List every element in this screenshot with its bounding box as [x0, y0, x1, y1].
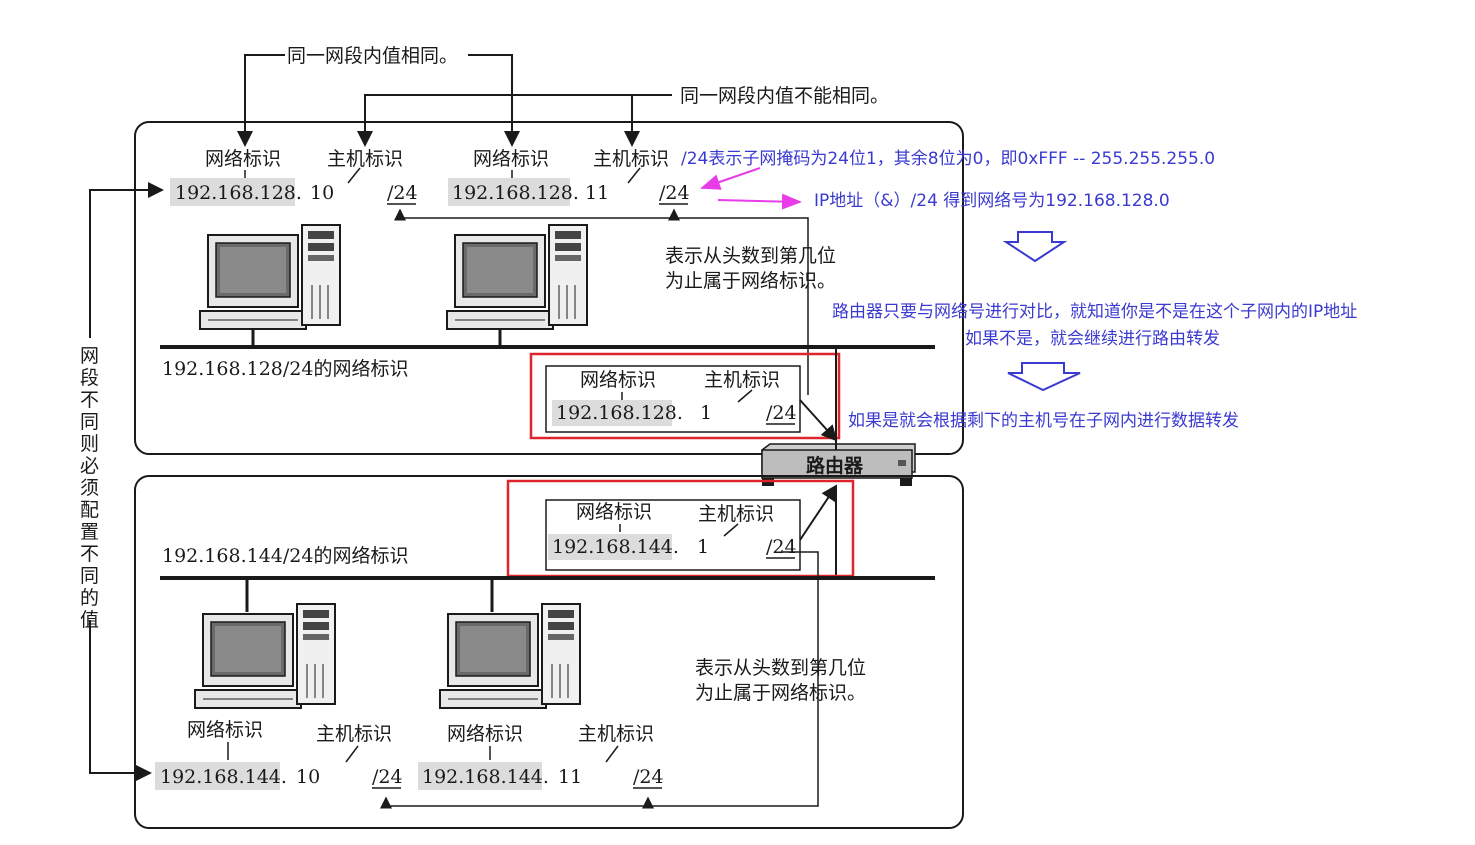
diff-value-label: 同一网段内值不能相同。 — [680, 85, 889, 107]
s1-host-b-host-label: 主机标识 — [593, 148, 669, 170]
s1-host-b-prefix: /24 — [659, 182, 690, 204]
compare-note: 路由器只要与网络号进行对比，就知道你是不是在这个子网内的IP地址 — [832, 302, 1357, 322]
subnet2-panel — [134, 475, 964, 829]
s1-caption: 192.168.128/24的网络标识 — [162, 358, 408, 380]
s2-host-b-prefix: /24 — [633, 766, 664, 788]
mask-note: /24表示子网掩码为24位1，其余8位为0，即0xFFF -- 255.255.… — [681, 149, 1215, 169]
s1-rif-net: 192.168.128. — [556, 402, 683, 424]
left-vertical-label: 网段不同则必须配置不同的值 — [80, 345, 99, 631]
down-arrow-2-icon — [1007, 362, 1081, 392]
s2-host-a-net: 192.168.144. — [160, 766, 287, 788]
s2-host-b-host: 11 — [558, 766, 582, 788]
s2-pc-b-icon — [439, 603, 581, 709]
s2-rif-net-label: 网络标识 — [576, 501, 652, 523]
s2-host-a-prefix: /24 — [372, 766, 403, 788]
s2-rif-host: 1 — [697, 536, 709, 558]
s2-prefix-note-2: 为止属于网络标识。 — [695, 682, 866, 704]
s2-host-b-net: 192.168.144. — [422, 766, 549, 788]
s1-host-b-ip-bg — [448, 178, 570, 206]
and-note: IP地址（&）/24 得到网络号为192.168.128.0 — [814, 191, 1170, 211]
s2-host-a-host: 10 — [296, 766, 320, 788]
router-label: 路由器 — [806, 454, 864, 477]
s1-host-b-net-label: 网络标识 — [473, 148, 549, 170]
s1-host-a-host-label: 主机标识 — [327, 148, 403, 170]
forward-note: 如果不是，就会继续进行路由转发 — [965, 329, 1220, 349]
s2-rif-prefix: /24 — [766, 536, 797, 558]
s2-caption: 192.168.144/24的网络标识 — [162, 545, 408, 567]
down-arrow-1-icon — [1002, 231, 1068, 263]
s2-host-a-host-label: 主机标识 — [316, 723, 392, 745]
s1-rif-prefix: /24 — [766, 402, 797, 424]
s1-rif-host: 1 — [700, 402, 712, 424]
subnet1-panel — [134, 121, 964, 455]
s1-prefix-note-2: 为止属于网络标识。 — [665, 270, 836, 292]
s1-host-b-net: 192.168.128. — [452, 182, 579, 204]
s1-pc-b-icon — [446, 224, 588, 330]
top-connectors — [237, 54, 672, 147]
s1-host-a-ip-bg — [170, 178, 295, 206]
s1-host-a-host: 10 — [310, 182, 334, 204]
same-value-label: 同一网段内值相同。 — [287, 45, 458, 67]
router-icon — [761, 443, 916, 486]
s1-rif-net-label: 网络标识 — [580, 369, 656, 391]
s1-pc-a-icon — [199, 224, 341, 330]
s1-host-b-host: 11 — [585, 182, 609, 204]
s1-host-a-net: 192.168.128. — [175, 182, 302, 204]
s2-rif-net: 192.168.144. — [552, 536, 679, 558]
left-connector — [89, 182, 164, 781]
s2-pc-a-icon — [194, 603, 336, 709]
s1-rif-host-label: 主机标识 — [704, 369, 780, 391]
s2-host-a-net-label: 网络标识 — [187, 719, 263, 741]
s2-prefix-note-1: 表示从头数到第几位 — [695, 657, 866, 679]
s1-highlight-box — [529, 352, 841, 440]
s1-prefix-note-1: 表示从头数到第几位 — [665, 245, 836, 267]
s1-host-a-prefix: /24 — [387, 182, 418, 204]
inner-note: 如果是就会根据剩下的主机号在子网内进行数据转发 — [848, 411, 1239, 431]
s2-host-b-host-label: 主机标识 — [578, 723, 654, 745]
s2-rif-host-label: 主机标识 — [698, 503, 774, 525]
s1-host-a-net-label: 网络标识 — [205, 148, 281, 170]
s2-host-b-net-label: 网络标识 — [447, 723, 523, 745]
